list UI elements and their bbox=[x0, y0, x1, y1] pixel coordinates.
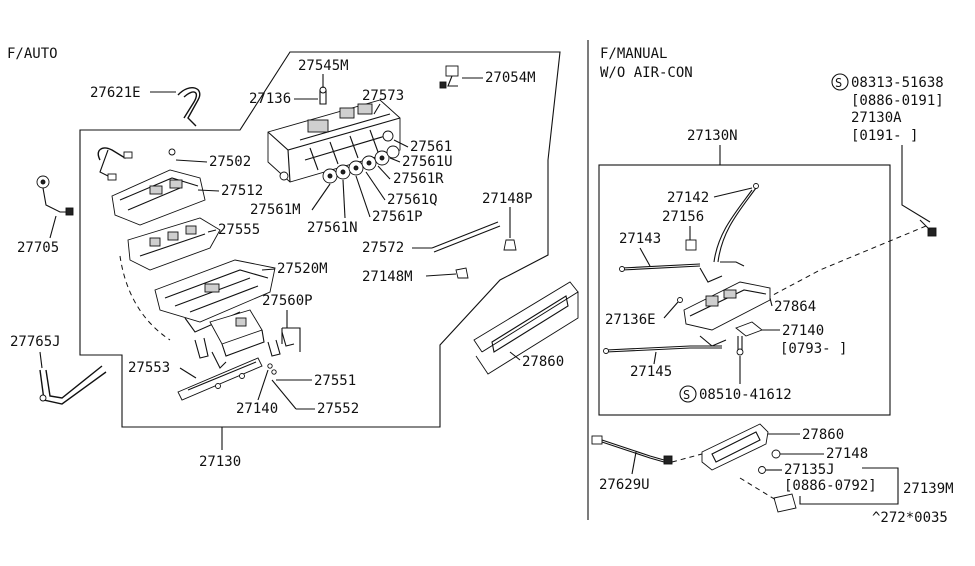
label-27156: 27156 bbox=[662, 209, 704, 225]
part-27139M-block[interactable] bbox=[773, 493, 797, 513]
label-27148M: 27148M bbox=[362, 269, 413, 285]
part-27140-manual-lever[interactable] bbox=[735, 321, 763, 356]
label-27561: 27561 bbox=[410, 139, 452, 155]
label-27561Q: 27561Q bbox=[387, 192, 438, 208]
label-27145: 27145 bbox=[630, 364, 672, 380]
part-27864-control[interactable] bbox=[677, 261, 771, 331]
part-27555-board[interactable] bbox=[127, 217, 221, 271]
label-08510-41612: 08510-41612 bbox=[699, 387, 792, 403]
part-27705-sensor[interactable] bbox=[36, 175, 74, 216]
auto-assembly-outline bbox=[79, 51, 561, 428]
part-27765J-strap[interactable] bbox=[39, 365, 107, 405]
label-27140-manual-date: [0793- ] bbox=[780, 341, 847, 357]
leader-27130A bbox=[759, 225, 927, 303]
label-27136: 27136 bbox=[249, 91, 291, 107]
leader-27139M bbox=[739, 477, 777, 501]
part-27142-cable[interactable] bbox=[713, 183, 759, 263]
screw-symbol-bottom-letter: S bbox=[683, 388, 690, 402]
screw-symbol-top: S bbox=[831, 73, 849, 91]
label-27148-manual: 27148 bbox=[826, 446, 868, 462]
part-27572-rod[interactable] bbox=[431, 221, 501, 253]
label-08313-51638-date: [0886-0191] bbox=[851, 93, 944, 109]
label-27561R: 27561R bbox=[393, 171, 444, 187]
part-27860-panel-auto[interactable] bbox=[473, 281, 579, 375]
screw-symbol-top-letter: S bbox=[835, 76, 842, 90]
label-27140: 27140 bbox=[236, 401, 278, 417]
part-27156-clip[interactable] bbox=[685, 239, 697, 251]
label-27130A-date: [0191- ] bbox=[851, 128, 918, 144]
part-27135J-clip[interactable] bbox=[758, 466, 766, 474]
label-27130N: 27130N bbox=[687, 128, 738, 144]
diagram-code: ^272*0035 bbox=[872, 510, 948, 526]
label-27573: 27573 bbox=[362, 88, 404, 104]
screw-symbol-bottom: S bbox=[679, 385, 697, 403]
label-27552: 27552 bbox=[317, 401, 359, 417]
label-27572: 27572 bbox=[362, 240, 404, 256]
label-27139M: 27139M bbox=[903, 481, 954, 497]
label-27130: 27130 bbox=[199, 454, 241, 470]
part-27545M-screw[interactable] bbox=[319, 86, 327, 105]
label-27560P: 27560P bbox=[262, 293, 313, 309]
label-27860-manual: 27860 bbox=[802, 427, 844, 443]
part-27145-cable[interactable] bbox=[603, 335, 727, 354]
label-27860: 27860 bbox=[522, 354, 564, 370]
section-title-auto: F/AUTO bbox=[7, 46, 58, 62]
part-27629U-cable[interactable] bbox=[591, 435, 673, 465]
label-27561N: 27561N bbox=[307, 220, 358, 236]
part-27130A-cable-end[interactable] bbox=[919, 219, 937, 237]
part-27512-plate[interactable] bbox=[111, 169, 206, 226]
label-27561P: 27561P bbox=[372, 209, 423, 225]
label-27551: 27551 bbox=[314, 373, 356, 389]
section-title-manual: F/MANUAL bbox=[600, 46, 667, 62]
part-27860-panel-manual[interactable] bbox=[701, 423, 769, 471]
label-27621E: 27621E bbox=[90, 85, 141, 101]
part-27148P-clip[interactable] bbox=[503, 239, 517, 251]
label-27148P: 27148P bbox=[482, 191, 533, 207]
label-27545M: 27545M bbox=[298, 58, 349, 74]
label-27136E: 27136E bbox=[605, 312, 656, 328]
part-27520M-frame[interactable] bbox=[154, 259, 276, 333]
part-27553-slide[interactable] bbox=[177, 357, 263, 401]
manual-assembly-box bbox=[598, 164, 891, 416]
label-27135J-date: [0886-0792] bbox=[784, 478, 877, 494]
label-27512: 27512 bbox=[221, 183, 263, 199]
label-27140-manual: 27140 bbox=[782, 323, 824, 339]
label-27130A: 27130A bbox=[851, 110, 902, 126]
label-27765J: 27765J bbox=[10, 334, 61, 350]
label-27864: 27864 bbox=[774, 299, 816, 315]
label-27502: 27502 bbox=[209, 154, 251, 170]
part-27560P-bracket[interactable] bbox=[209, 309, 265, 357]
label-27142: 27142 bbox=[667, 190, 709, 206]
label-27561M: 27561M bbox=[250, 202, 301, 218]
part-27148M-clip[interactable] bbox=[455, 267, 469, 279]
leader-27629U bbox=[671, 453, 703, 463]
label-08313-51638: 08313-51638 bbox=[851, 75, 944, 91]
label-27629U: 27629U bbox=[599, 477, 650, 493]
part-27621E-hose[interactable] bbox=[177, 87, 201, 127]
label-27143: 27143 bbox=[619, 231, 661, 247]
label-27520M: 27520M bbox=[277, 261, 328, 277]
part-27054M-connector[interactable] bbox=[439, 65, 459, 89]
label-27054M: 27054M bbox=[485, 70, 536, 86]
label-27135J: 27135J bbox=[784, 462, 835, 478]
label-27553: 27553 bbox=[128, 360, 170, 376]
part-27148-clip-manual[interactable] bbox=[771, 449, 781, 459]
leader-strap bbox=[119, 255, 171, 341]
part-control-head[interactable] bbox=[267, 99, 401, 184]
part-27502-harness[interactable] bbox=[97, 147, 176, 181]
label-27555: 27555 bbox=[218, 222, 260, 238]
part-levers[interactable] bbox=[194, 331, 295, 389]
section-subtitle-manual: W/O AIR-CON bbox=[600, 65, 693, 81]
label-27705: 27705 bbox=[17, 240, 59, 256]
part-27143-cable[interactable] bbox=[619, 263, 701, 272]
label-27561U: 27561U bbox=[402, 154, 453, 170]
